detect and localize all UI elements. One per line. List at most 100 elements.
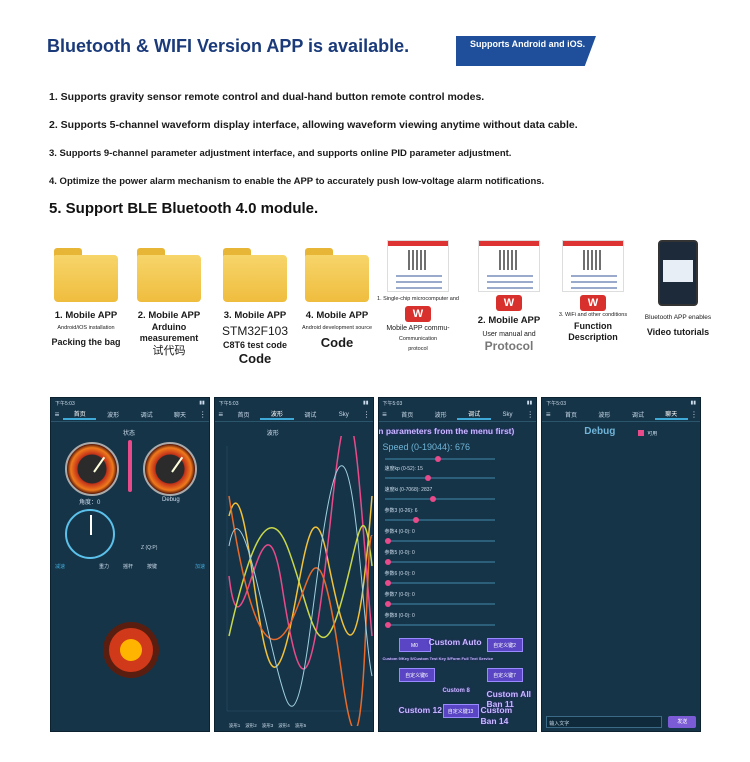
custom-button-2[interactable]: 自定义键2 xyxy=(486,638,523,652)
download-line: C8T6 test code xyxy=(222,340,288,350)
tab-home[interactable]: 首页 xyxy=(237,413,250,419)
chat-input[interactable]: 输入文字 xyxy=(546,716,663,728)
custom-button-7[interactable]: 自定义键7 xyxy=(486,668,523,682)
tab-wave[interactable]: 波形 xyxy=(598,413,611,419)
tab-bar: ≡ 首页 波形 调试 Sky ⋮ xyxy=(214,408,373,422)
gauge-right xyxy=(143,442,197,496)
tab-home[interactable]: 首页 xyxy=(63,409,97,420)
send-button[interactable]: 发送 xyxy=(668,716,697,728)
more-icon[interactable]: ⋮ xyxy=(690,410,698,419)
download-tiny: Android/iOS installation xyxy=(57,325,115,331)
param-label: 参数7 (0-0): 0 xyxy=(384,592,415,598)
parameters-overlay: Parameters (obtain parameters from the m… xyxy=(378,426,515,436)
custom-button-6[interactable]: 自定义键6 xyxy=(398,668,435,682)
folder-icon xyxy=(223,248,287,302)
custom-overlay: Custom All Ban 11 xyxy=(486,689,532,709)
download-big: Protocol xyxy=(484,339,534,353)
param-label: 速度kp (0-52): 15 xyxy=(384,466,423,472)
debug-title: Debug xyxy=(584,426,616,437)
param-label: 参数5 (0-0): 0 xyxy=(384,550,415,556)
tab-home[interactable]: 首页 xyxy=(401,413,414,419)
param-slider[interactable] xyxy=(384,517,495,523)
chat-input-placeholder: 输入文字 xyxy=(549,721,570,727)
status-time: 下午5:03 xyxy=(546,401,566,407)
tab-home[interactable]: 首页 xyxy=(564,413,577,419)
feature-5: 5. Support BLE Bluetooth 4.0 module. xyxy=(49,200,319,217)
status-time: 下午5:03 xyxy=(218,401,239,407)
battery-bar xyxy=(128,440,132,492)
param-slider[interactable] xyxy=(384,559,495,565)
download-item-android-source[interactable]: 4. Mobile APP Android development source… xyxy=(292,240,382,351)
param-slider[interactable] xyxy=(384,496,495,502)
download-item-user-manual[interactable]: W 2. Mobile APP User manual and Protocol xyxy=(464,240,554,353)
compass-gauge xyxy=(65,509,115,559)
gravity-mode[interactable]: 重力 xyxy=(99,564,110,570)
tab-chat[interactable]: 聊天 xyxy=(654,409,688,420)
param-slider[interactable] xyxy=(384,475,495,481)
tab-wave[interactable]: 波形 xyxy=(260,409,294,420)
screen-home: 下午5:03▮▮ ≡ 首页 波形 调试 聊天 ⋮ 状态 角度：0 Debug Z… xyxy=(50,397,210,732)
feature-4: 4. Optimize the power alarm mechanism to… xyxy=(49,176,545,187)
download-tiny: protocol xyxy=(408,346,428,352)
param-slider[interactable] xyxy=(384,580,495,586)
download-item-protocol-doc[interactable]: 1. Single-chip microcomputer and W Mobil… xyxy=(373,240,463,353)
custom-overlay: Custom 12 xyxy=(398,705,442,715)
menu-icon[interactable]: ≡ xyxy=(545,410,551,419)
joystick[interactable] xyxy=(109,628,153,672)
feature-1: 1. Supports gravity sensor remote contro… xyxy=(49,91,485,103)
tab-bar: ≡ 首页 波形 调试 聊天 ⋮ xyxy=(51,408,209,422)
tab-debug[interactable]: 调试 xyxy=(631,413,644,419)
tab-debug[interactable]: 调试 xyxy=(457,409,491,420)
folder-icon xyxy=(54,248,118,302)
tab-wave[interactable]: 波形 xyxy=(107,413,120,419)
download-tiny: Bluetooth APP enables xyxy=(644,314,712,321)
download-tiny: Communication xyxy=(398,336,438,342)
tab-wave[interactable]: 波形 xyxy=(434,413,447,419)
download-sub: Code xyxy=(320,335,354,350)
document-thumbnail xyxy=(478,240,540,292)
legend-item: 波形3 xyxy=(261,723,274,728)
speed-slider[interactable] xyxy=(384,456,495,462)
param-slider[interactable] xyxy=(384,601,495,607)
tab-sky[interactable]: Sky xyxy=(338,411,349,418)
download-item-video-tutorials[interactable]: Bluetooth APP enables Video tutorials xyxy=(633,240,723,338)
legend-item: 波形2 xyxy=(245,723,257,728)
more-icon[interactable]: ⋮ xyxy=(526,410,535,419)
tab-chat[interactable]: 聊天 xyxy=(174,413,187,419)
menu-icon[interactable]: ≡ xyxy=(54,410,60,419)
screen-debug-chat: 下午5:03▮▮ ≡ 首页 波形 调试 聊天 ⋮ Debug 可用 输入文字 发… xyxy=(541,397,701,732)
param-label: 参数6 (0-0): 0 xyxy=(384,571,415,577)
button-mode[interactable]: 按键 xyxy=(147,564,158,570)
param-slider[interactable] xyxy=(384,622,495,628)
tab-debug[interactable]: 调试 xyxy=(304,413,317,419)
enable-label: 可用 xyxy=(647,431,658,437)
decelerate-button[interactable]: 减速 xyxy=(55,564,66,570)
accelerate-button[interactable]: 加速 xyxy=(195,564,206,570)
download-sub: Packing the bag xyxy=(51,337,121,347)
download-item-stm32[interactable]: 3. Mobile APP STM32F103 C8T6 test code C… xyxy=(210,240,300,367)
download-item-app-package[interactable]: 1. Mobile APP Android/iOS installation P… xyxy=(41,240,131,348)
tab-sky[interactable]: Sky xyxy=(502,411,513,418)
download-item-function-desc[interactable]: W 3. WiFi and other conditions Function … xyxy=(548,240,638,343)
param-slider[interactable] xyxy=(384,538,495,544)
speed-readout: Speed (0-19044): 676 xyxy=(382,442,471,452)
enable-checkbox[interactable] xyxy=(638,430,645,436)
download-tiny: 1. Single-chip microcomputer and xyxy=(377,296,459,302)
menu-icon[interactable]: ≡ xyxy=(218,410,224,419)
app-screenshots: 下午5:03▮▮ ≡ 首页 波形 调试 聊天 ⋮ 状态 角度：0 Debug Z… xyxy=(50,397,701,732)
gauge-left xyxy=(65,442,119,496)
wps-icon: W xyxy=(405,306,431,322)
tab-debug[interactable]: 调试 xyxy=(140,413,153,419)
z-label: Z (Q:P) xyxy=(141,545,158,551)
joystick-mode[interactable]: 摇杆 xyxy=(123,564,134,570)
menu-icon[interactable]: ≡ xyxy=(382,410,387,419)
custom-button-13[interactable]: 自定义键13 xyxy=(442,704,479,718)
custom-overlay: Custom Auto xyxy=(428,637,482,647)
custom-button-m0[interactable]: M0 xyxy=(398,638,431,652)
more-icon[interactable]: ⋮ xyxy=(198,410,207,419)
download-line: measurement xyxy=(139,333,199,343)
tab-bar: ≡ 首页 波形 调试 聊天 ⋮ xyxy=(542,408,700,422)
more-icon[interactable]: ⋮ xyxy=(362,410,371,419)
download-tiny: 3. WiFi and other conditions xyxy=(558,312,628,318)
download-item-arduino[interactable]: 2. Mobile APP Arduino measurement 试代码 xyxy=(124,240,214,358)
